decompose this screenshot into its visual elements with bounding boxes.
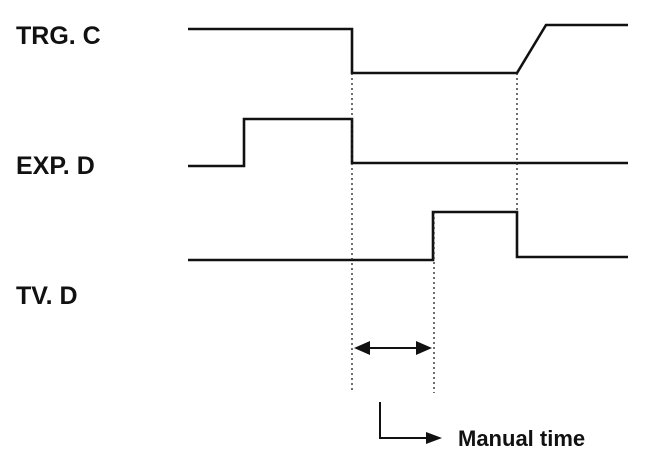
waveform-exp-d [188, 117, 628, 168]
waveform-tv-d [188, 210, 628, 262]
signal-label-trg-c: TRG. C [16, 22, 101, 50]
signal-label-exp-d: EXP. D [16, 152, 95, 180]
annotation-manual-time: Manual time [458, 426, 585, 451]
interval-arrow [354, 341, 432, 355]
annotation-leader-arrow [379, 402, 442, 444]
waveform-trg-c [188, 23, 628, 75]
signal-label-tv-d: TV. D [16, 282, 78, 310]
